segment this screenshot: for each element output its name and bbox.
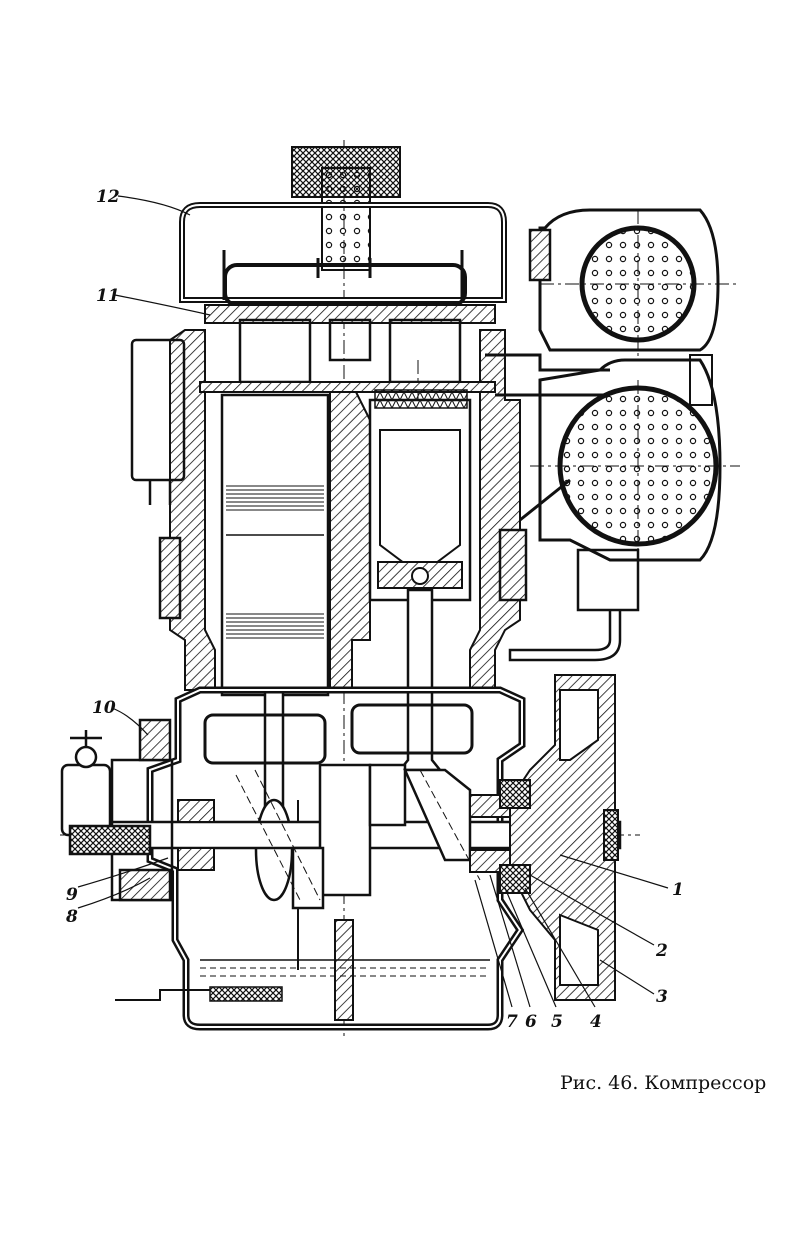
figure-caption: Рис. 46. Компрессор bbox=[560, 1072, 767, 1094]
callout-7: 7 bbox=[506, 1012, 518, 1032]
callout-10: 10 bbox=[92, 698, 116, 718]
callout-5: 5 bbox=[551, 1012, 563, 1032]
side-fittings bbox=[130, 228, 552, 620]
callout-1: 1 bbox=[672, 880, 684, 900]
piston-right bbox=[368, 389, 472, 602]
shaft-seal-and-flywheel bbox=[499, 674, 619, 1001]
callout-4: 4 bbox=[590, 1012, 602, 1032]
oil-pump-and-valve bbox=[60, 718, 174, 902]
coolers bbox=[485, 208, 722, 662]
leader-lines bbox=[77, 195, 669, 1008]
callout-12: 12 bbox=[96, 187, 120, 207]
callout-6: 6 bbox=[525, 1012, 537, 1032]
callout-8: 8 bbox=[65, 907, 78, 927]
crankcase bbox=[146, 686, 526, 1031]
callout-9: 9 bbox=[66, 885, 78, 905]
callout-3: 3 bbox=[656, 987, 668, 1007]
piston-left bbox=[220, 393, 330, 697]
callout-2: 2 bbox=[655, 941, 668, 961]
valve-plate bbox=[204, 304, 496, 384]
intake-filter bbox=[291, 146, 401, 271]
oil-sump bbox=[115, 800, 490, 1002]
callout-11: 11 bbox=[96, 286, 120, 306]
callout-labels: 12 11 10 9 8 1 2 3 4 5 6 7 bbox=[65, 187, 684, 1032]
